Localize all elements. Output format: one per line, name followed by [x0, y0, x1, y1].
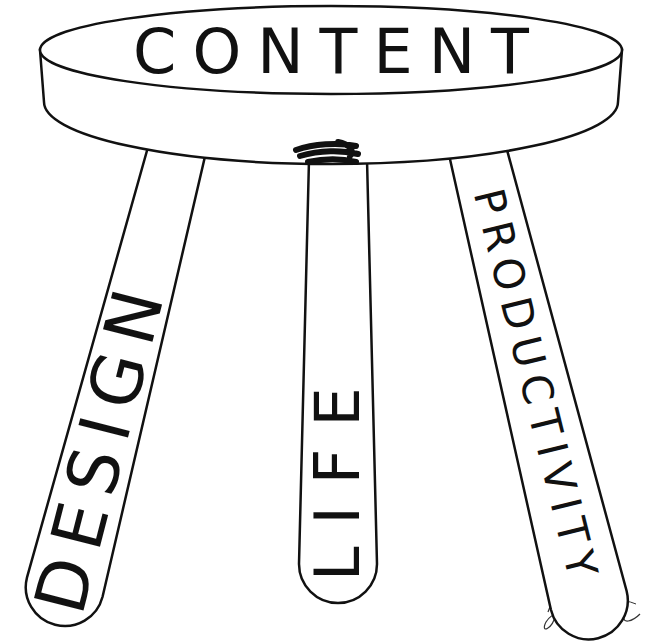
stool-seat: CONTENT [38, 4, 624, 176]
leg-label: DESIGN [25, 271, 178, 619]
joint-scribble [296, 142, 358, 162]
leg-shape [299, 119, 377, 603]
stool-leg: LIFE [298, 119, 378, 603]
stool-leg: PRODUCTIVITY [429, 110, 639, 644]
leg-shape [432, 110, 636, 644]
seat-label: CONTENT [133, 21, 545, 83]
leg-shape [17, 110, 222, 635]
stool-leg: DESIGN [14, 109, 225, 635]
seat-top [40, 6, 622, 94]
leg-label: LIFE [307, 365, 369, 581]
